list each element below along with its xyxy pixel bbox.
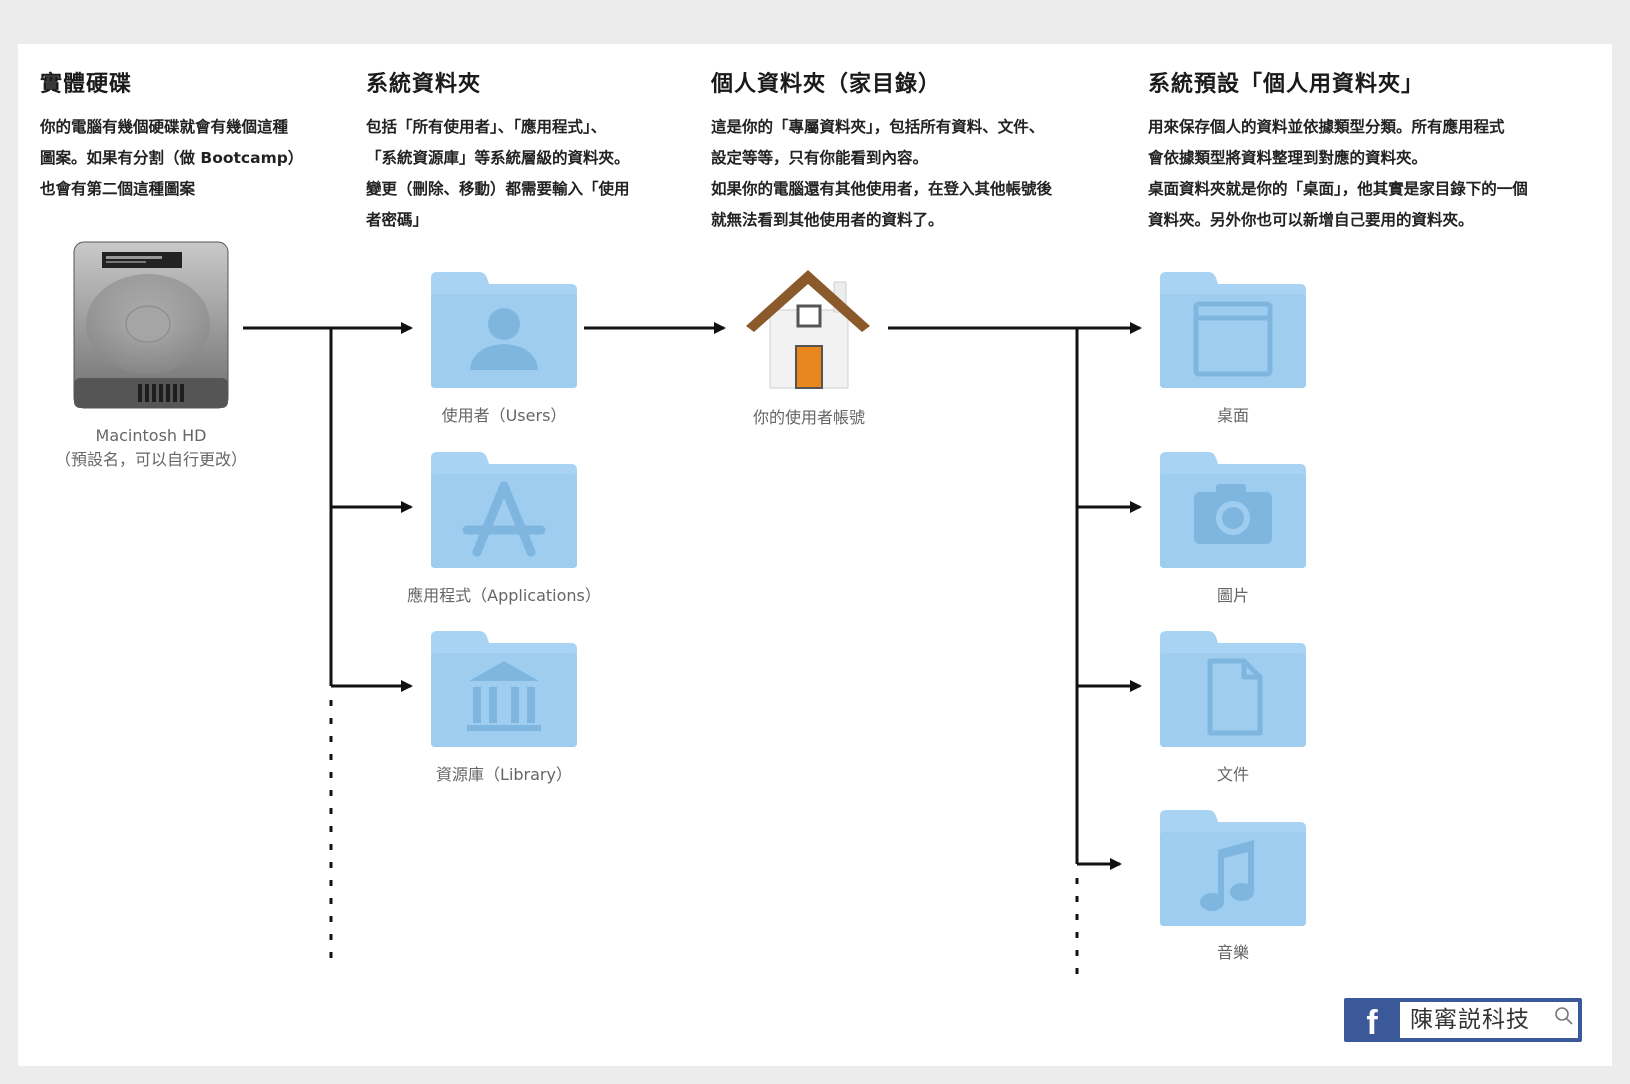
diagram-card: 實體硬碟 你的電腦有幾個硬碟就會有幾個這種 圖案。如果有分割（做 Bootcam… — [18, 44, 1612, 1066]
app-store-a-icon — [462, 481, 546, 557]
documents-folder-label: 文件 — [1216, 765, 1250, 784]
column-text: 就無法看到其他使用者的資料了。 — [711, 211, 944, 229]
column-text: 會依據類型將資料整理到對應的資料夾。 — [1148, 149, 1428, 167]
users-folder-icon[interactable] — [427, 268, 581, 390]
column-home-folder: 個人資料夾（家目錄） 這是你的「專屬資料夾」，包括所有資料、文件、 設定等等，只… — [711, 66, 1052, 236]
column-text: 用來保存個人的資料並依據類型分類。所有應用程式 — [1148, 118, 1505, 136]
search-icon — [1555, 1007, 1573, 1025]
column-text: 資料夾。另外你也可以新增自己要用的資料夾。 — [1148, 211, 1474, 229]
applications-folder-icon[interactable] — [427, 448, 581, 570]
document-icon — [1207, 658, 1263, 736]
column-physical-drive: 實體硬碟 你的電腦有幾個硬碟就會有幾個這種 圖案。如果有分割（做 Bootcam… — [40, 66, 303, 205]
library-building-icon — [467, 661, 541, 731]
music-note-icon — [1200, 840, 1254, 911]
hard-drive-icon — [73, 241, 229, 409]
column-title: 系統資料夾 — [366, 72, 482, 97]
music-folder-icon[interactable] — [1156, 806, 1310, 928]
drive-label-note: （預設名，可以自行更改） — [54, 450, 248, 469]
column-text: 圖案。如果有分割（做 Bootcamp） — [40, 149, 304, 167]
connector-lines — [243, 322, 1142, 984]
home-folder-label: 你的使用者帳號 — [752, 408, 866, 427]
column-text: 變更（刪除、移動）都需要輸入「使用 — [366, 180, 630, 198]
column-title: 系統預設「個人用資料夾」 — [1148, 72, 1425, 97]
library-folder-label: 資源庫（Library） — [436, 765, 572, 784]
column-text: 這是你的「專屬資料夾」，包括所有資料、文件、 — [711, 118, 1045, 136]
users-folder-label: 使用者（Users） — [441, 406, 567, 425]
camera-icon — [1194, 484, 1272, 544]
applications-folder-label: 應用程式（Applications） — [407, 586, 601, 605]
desktop-folder-icon[interactable] — [1156, 268, 1310, 390]
column-title: 個人資料夾（家目錄） — [711, 72, 942, 97]
music-folder-label: 音樂 — [1216, 943, 1250, 962]
library-folder-icon[interactable] — [427, 627, 581, 749]
column-text: 包括「所有使用者」、「應用程式」、 — [366, 118, 607, 136]
column-text: 桌面資料夾就是你的「桌面」，他其實是家目錄下的一個 — [1148, 180, 1528, 198]
facebook-badge[interactable]: f 陳寗説科技 — [1344, 998, 1582, 1042]
column-text: 設定等等，只有你能看到內容。 — [711, 149, 929, 167]
user-silhouette-icon — [470, 308, 538, 370]
facebook-page-name: 陳寗説科技 — [1400, 1002, 1578, 1038]
pictures-folder-label: 圖片 — [1216, 586, 1250, 605]
column-text: 「系統資源庫」等系統層級的資料夾。 — [366, 149, 630, 167]
column-text: 也會有第二個這種圖案 — [40, 180, 196, 198]
column-personal-folders: 系統預設「個人用資料夾」 用來保存個人的資料並依據類型分類。所有應用程式 會依據… — [1148, 66, 1528, 236]
column-text: 如果你的電腦還有其他使用者，在登入其他帳號後 — [711, 180, 1053, 198]
window-icon — [1193, 301, 1273, 377]
documents-folder-icon[interactable] — [1156, 627, 1310, 749]
column-text: 你的電腦有幾個硬碟就會有幾個這種 — [40, 118, 289, 136]
desktop-folder-label: 桌面 — [1216, 406, 1250, 425]
facebook-icon: f — [1350, 1003, 1394, 1042]
column-text: 者密碼」 — [366, 211, 429, 229]
drive-label-name: Macintosh HD — [95, 426, 207, 445]
column-system-folders: 系統資料夾 包括「所有使用者」、「應用程式」、 「系統資源庫」等系統層級的資料夾… — [366, 66, 630, 236]
pictures-folder-icon[interactable] — [1156, 448, 1310, 570]
house-icon[interactable] — [742, 260, 874, 392]
column-title: 實體硬碟 — [40, 72, 133, 97]
